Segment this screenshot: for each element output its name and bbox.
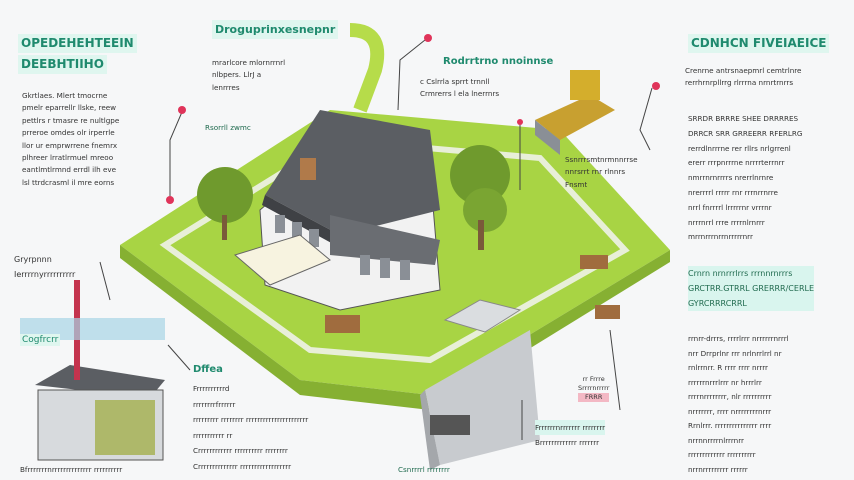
right-panel-lower: rrnrr-drrrs, rrrrlrrr nrrrrrrnrrrl nrr D…	[688, 334, 789, 474]
right-panel-body: SRRDR BRRRE SHEE DRRRRES DRRCR SRR GRREE…	[688, 114, 803, 242]
right-panel-subtitle: Crnrn nrnrrrlrrs rrrnnrnrrrs GRCTRR.GTRR…	[688, 266, 815, 311]
top-center-label: Rsorrll zwmc	[205, 123, 251, 132]
tree-right	[450, 145, 510, 205]
chimney	[300, 158, 316, 180]
truck-callout: Ssnrrrsmtnrmnnrrse nnrsrrt rnr rlnnrs Fn…	[565, 155, 638, 189]
top-center-title: Droguprinxesnepnr	[212, 20, 339, 39]
bottom-right-callout-body: Frrrrrrnrrrrrrr rrrrrrrr Brrrrrrrrrrrrr …	[535, 420, 606, 450]
bottom-center-title: Dffea	[193, 364, 223, 375]
left-panel-body: Gkrtlaes. Mlert tmocrne pmelr eparrellr …	[22, 91, 120, 187]
left-panel-title: OPEDEHEHTEEIN DEEBHTIIHO	[18, 32, 137, 74]
patio	[233, 234, 331, 286]
bottom-right-tag: rr Frrre Srrrrnrrrrr FRRR	[578, 375, 610, 402]
top-right-callout-body: c Cslrrla sprrt trnnll Crmrerrs l ela ln…	[420, 77, 500, 99]
tree-left	[197, 167, 253, 223]
water-tank-label: Cogfrcrr	[20, 334, 61, 346]
truck	[535, 95, 615, 140]
bottom-center-body: Frrrrrrrrrrd rrrrrrrrfrrrrrr rrrrrrrrr r…	[193, 384, 309, 471]
greenhouse-caption: Bfrrrrrrrnrrrrrrrrrrrrrr rrrrrrrrrr	[20, 465, 123, 474]
right-panel-title: CDNHCN FIVEIAEICE	[688, 34, 830, 53]
bottom-footer-label: Csnrrrrl rrrrrrrr	[398, 465, 450, 474]
right-panel-intro: Crenrne antrsnaepmrl cemtrlnre rerrhrnrp…	[685, 66, 802, 88]
top-center-body: mrarlcore mlornrrnrl nlbpers. LlrJ a len…	[212, 58, 286, 92]
top-right-callout-title: Rodrrtrno nnoinnse	[443, 56, 554, 67]
left-lower-label: Gryrpnnn Ierrrrnyrrrrrrrrrr	[14, 255, 76, 279]
bench	[325, 315, 360, 333]
house-roof	[265, 110, 440, 235]
green-path-top	[349, 23, 385, 113]
